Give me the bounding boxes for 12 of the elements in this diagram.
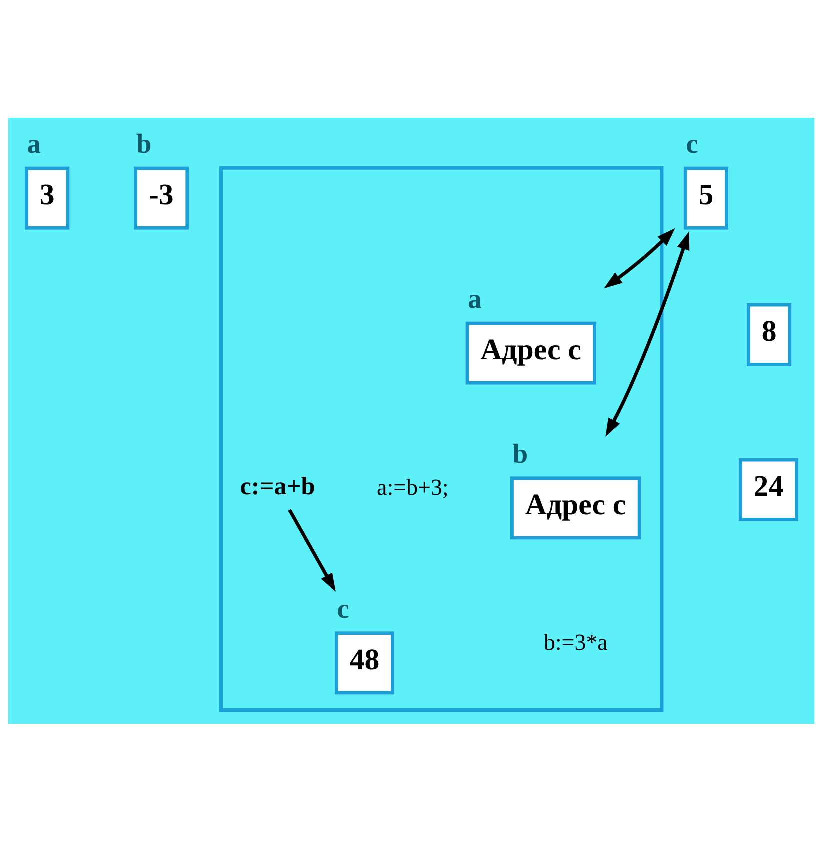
label: a:=b+3; [377,475,449,500]
node-label: c [686,128,698,160]
node-text: c:=a+b [240,472,316,501]
node-label: c [337,593,350,624]
label: b:=3*a [544,630,608,655]
arrow [604,228,676,289]
arrow [606,232,690,438]
node-label: a [27,128,42,160]
node-label: a [468,283,482,314]
node-label: b [512,438,528,470]
node-label: b [136,128,152,160]
arrow [288,509,336,592]
